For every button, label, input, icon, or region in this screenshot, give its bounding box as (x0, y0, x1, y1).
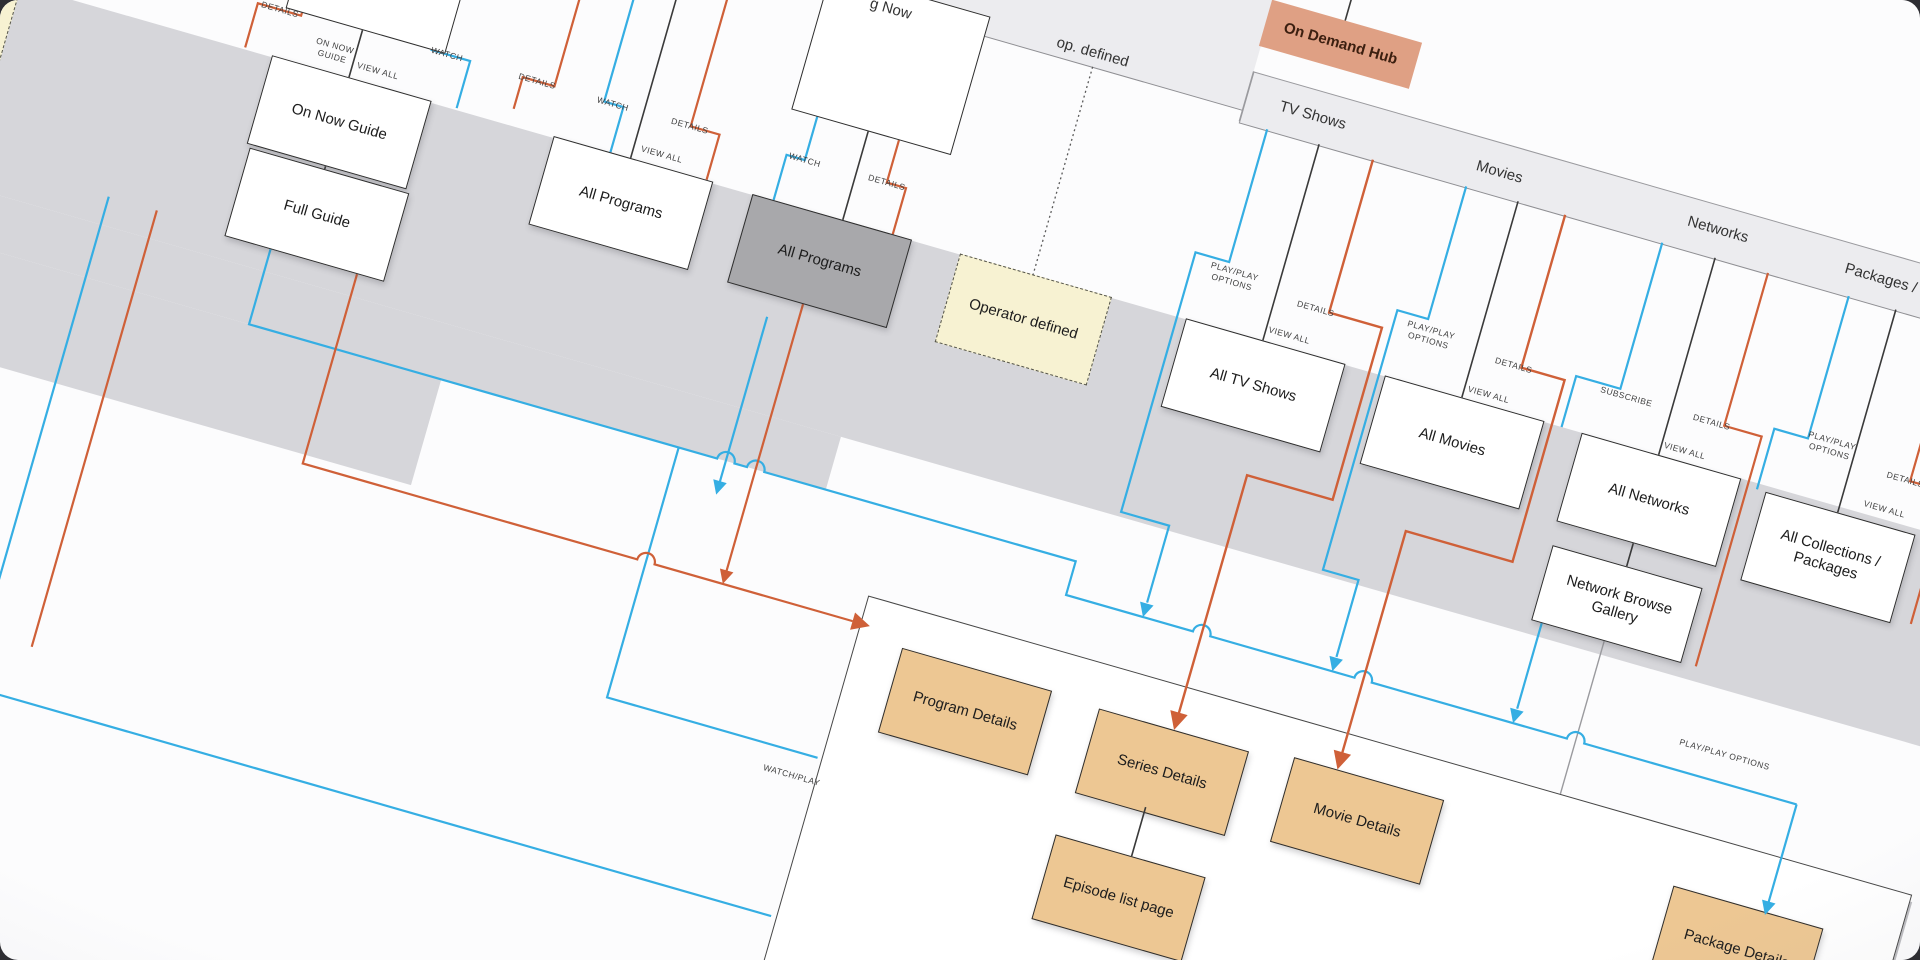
orange-detail-drops (1176, 159, 1567, 757)
orange-arrowheads (850, 612, 1352, 770)
blue-arrowheads (713, 479, 1524, 724)
operator-defined-dotted-link (1032, 66, 1094, 275)
orange-action-wires (30, 0, 1920, 667)
